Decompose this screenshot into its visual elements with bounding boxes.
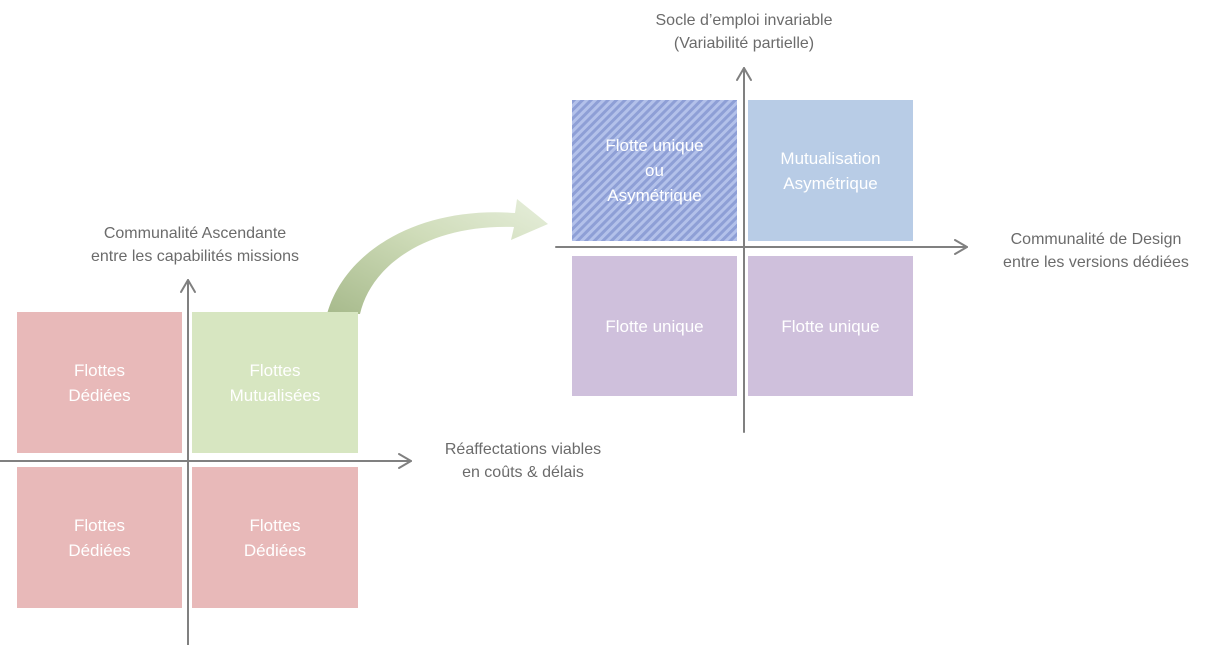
left-cell-bottom-left-label: Flottes Dédiées — [68, 515, 131, 560]
right-cell-bottom-right: Flotte unique — [748, 256, 913, 396]
left-cell-bottom-left: Flottes Dédiées — [17, 467, 182, 608]
left-vertical-axis-label: Communalité Ascendante entre les capabil… — [90, 225, 300, 265]
right-cell-bottom-left-label: Flotte unique — [605, 316, 704, 336]
right-vertical-axis-label: Socle d’emploi invariable (Variabilité p… — [655, 12, 833, 52]
hatch-fill — [572, 100, 737, 241]
right-cell-top-right: Mutualisation Asymétrique — [748, 100, 913, 241]
curved-arrow-shape — [327, 199, 548, 314]
left-cell-bottom-right: Flottes Dédiées — [192, 467, 358, 608]
left-cell-bottom-right-label: Flottes Dédiées — [243, 515, 307, 560]
left-cell-top-left: Flottes Dédiées — [17, 312, 182, 453]
right-vertical-arrowhead — [736, 67, 752, 81]
right-cell-top-right-label: Mutualisation Asymétrique — [780, 148, 881, 193]
right-cell-bottom-right-label: Flotte unique — [781, 316, 880, 336]
left-cell-top-right-label: Flottes Mutualisées — [229, 360, 321, 405]
left-horizontal-arrowhead — [398, 453, 412, 469]
right-horizontal-arrowhead — [954, 239, 968, 255]
left-vertical-arrowhead — [180, 279, 196, 293]
right-cell-bottom-left: Flotte unique — [572, 256, 737, 396]
left-cell-top-right: Flottes Mutualisées — [192, 312, 358, 453]
right-horizontal-axis-label: Communalité de Design entre les versions… — [1003, 231, 1189, 271]
right-cell-top-left: Flotte unique ou Asymétrique — [572, 100, 737, 241]
right-cell-top-left-label: Flotte unique ou Asymétrique — [605, 136, 704, 205]
left-cell-top-left-label: Flottes Dédiées — [68, 360, 131, 405]
left-horizontal-axis-label: Réaffectations viables en coûts & délais — [444, 441, 602, 481]
